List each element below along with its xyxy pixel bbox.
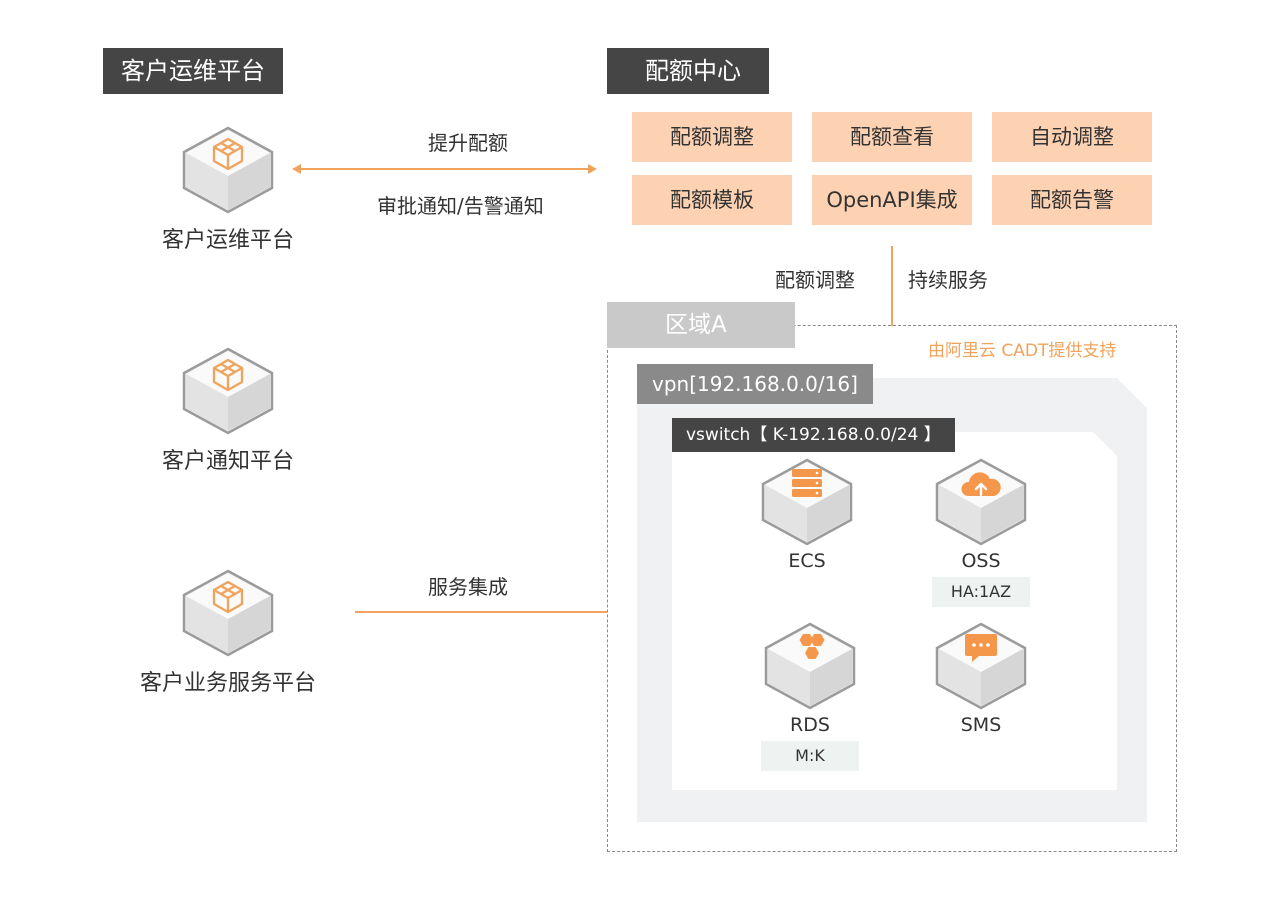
quota-item-auto-adjust[interactable]: 自动调整 — [992, 112, 1152, 162]
service-name: OSS — [961, 550, 1001, 572]
region-title: 区域A — [607, 302, 795, 348]
quota-item-openapi[interactable]: OpenAPI集成 — [812, 175, 972, 225]
platform-business[interactable]: 客户业务服务平台 — [103, 567, 353, 697]
cloud-upload-icon — [935, 458, 1027, 546]
connector-label-service-integration: 服务集成 — [428, 575, 508, 599]
vpn-label: vpn[192.168.0.0/16] — [637, 364, 873, 404]
service-name: SMS — [960, 714, 1002, 736]
server-icon — [761, 458, 853, 546]
service-rds[interactable]: RDS M:K — [740, 620, 880, 771]
quota-item-view[interactable]: 配额查看 — [812, 112, 972, 162]
service-sms[interactable]: SMS — [911, 620, 1051, 736]
region-a-boundary — [607, 325, 1177, 852]
hexagons-icon — [764, 622, 856, 710]
connector-line-top — [300, 168, 590, 170]
arrow-left-icon — [292, 164, 301, 174]
arrow-right-icon — [588, 164, 597, 174]
connector-label-continuous-service: 持续服务 — [908, 268, 988, 292]
quota-item-adjust[interactable]: 配额调整 — [632, 112, 792, 162]
chat-icon — [935, 622, 1027, 710]
vswitch-label: vswitch【 K-192.168.0.0/24 】 — [672, 418, 955, 452]
service-name: ECS — [788, 550, 826, 572]
service-ecs[interactable]: ECS — [737, 456, 877, 572]
connector-label-notifications: 审批通知/告警通知 — [377, 194, 544, 218]
connector-label-raise-quota: 提升配额 — [428, 131, 508, 155]
customer-panel-title: 客户运维平台 — [103, 48, 283, 94]
platform-label: 客户运维平台 — [161, 228, 294, 253]
platform-notify[interactable]: 客户通知平台 — [103, 345, 353, 475]
platform-label: 客户通知平台 — [161, 449, 294, 474]
connector-label-quota-adjust: 配额调整 — [775, 268, 855, 292]
quota-item-template[interactable]: 配额模板 — [632, 175, 792, 225]
cadt-note: 由阿里云 CADT提供支持 — [928, 341, 1117, 361]
connector-line-vertical — [891, 246, 893, 326]
service-oss[interactable]: OSS HA:1AZ — [911, 456, 1051, 607]
quota-center-title: 配额中心 — [607, 48, 769, 94]
cube-icon — [182, 126, 274, 214]
connector-line-bottom — [355, 611, 607, 613]
quota-item-alert[interactable]: 配额告警 — [992, 175, 1152, 225]
cube-icon — [182, 347, 274, 435]
platform-label: 客户业务服务平台 — [139, 671, 316, 696]
cube-icon — [182, 569, 274, 657]
platform-ops[interactable]: 客户运维平台 — [103, 124, 353, 254]
service-name: RDS — [790, 714, 830, 736]
service-badge: HA:1AZ — [932, 577, 1030, 607]
service-badge: M:K — [761, 741, 859, 771]
vswitch-box — [672, 432, 1117, 790]
